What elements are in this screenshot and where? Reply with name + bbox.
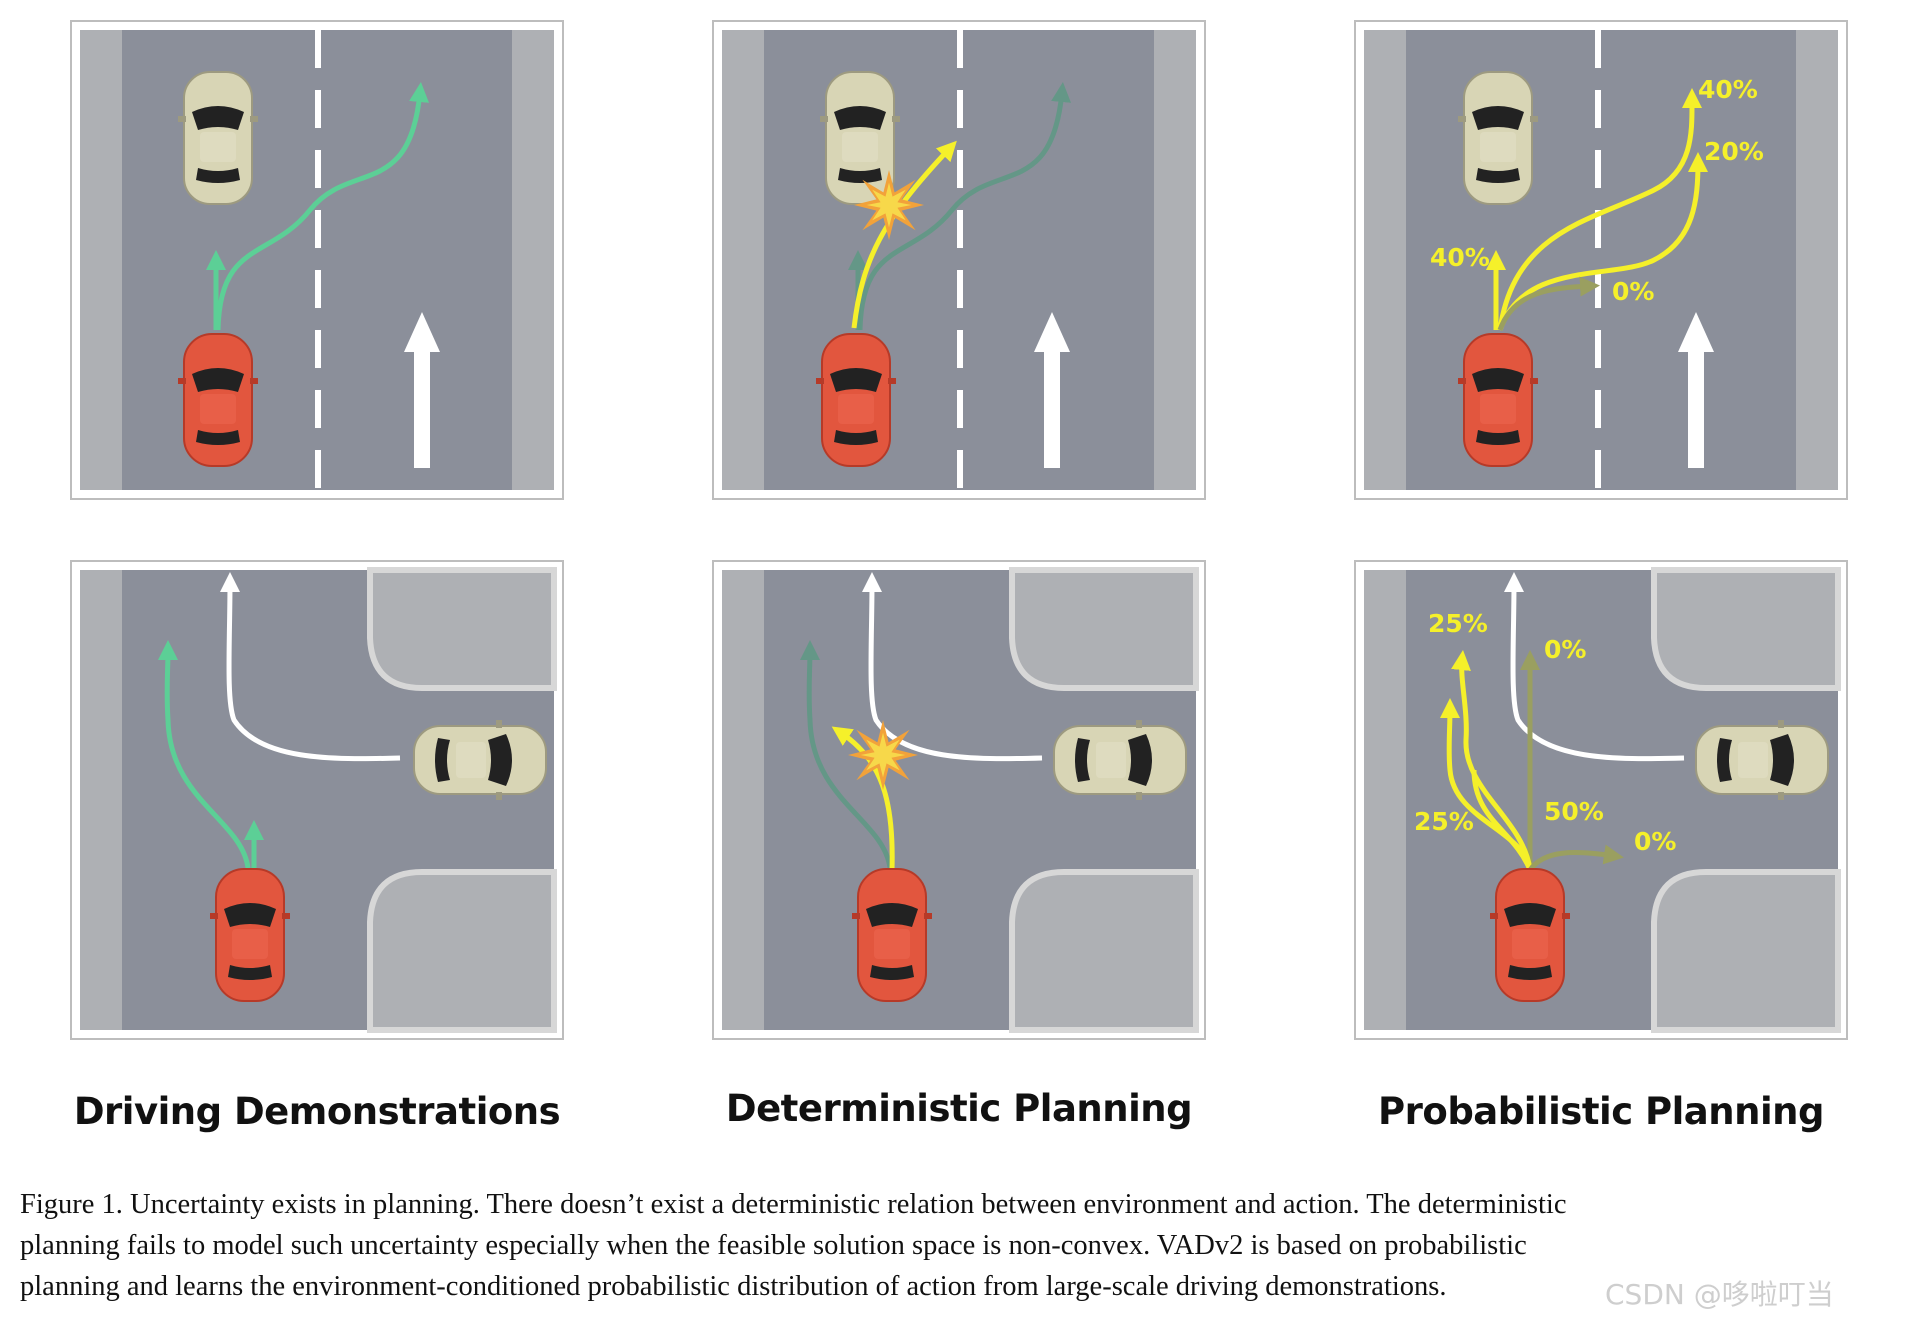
prob-label-40-top: 40% — [1698, 75, 1758, 104]
prob-label-0-straight: 0% — [1544, 635, 1586, 664]
caption-line: Figure 1. Uncertainty exists in planning… — [20, 1189, 1567, 1220]
caption-line: planning fails to model such uncertainty… — [20, 1230, 1527, 1261]
column-title-demonstrations: Driving Demonstrations — [73, 1090, 561, 1133]
panel-deterministic-intersection — [712, 560, 1206, 1040]
figure-caption: Figure 1. Uncertainty exists in planning… — [20, 1184, 1900, 1307]
prob-label-50: 50% — [1544, 797, 1604, 826]
column-title-deterministic: Deterministic Planning — [725, 1087, 1193, 1130]
prob-label-0-top: 0% — [1612, 277, 1654, 306]
prob-label-25-left: 25% — [1414, 807, 1474, 836]
prob-label-25-top: 25% — [1428, 609, 1488, 638]
prob-label-40-left: 40% — [1430, 243, 1490, 272]
caption-line: planning and learns the environment-cond… — [20, 1271, 1447, 1302]
watermark: CSDN @哆啦叮当 — [1605, 1278, 1834, 1311]
panel-demo-straight — [70, 20, 564, 500]
panel-demo-intersection — [70, 560, 564, 1040]
column-title-probabilistic: Probabilistic Planning — [1378, 1090, 1824, 1133]
prob-label-20: 20% — [1704, 137, 1764, 166]
panel-deterministic-straight — [712, 20, 1206, 500]
prob-label-0-right: 0% — [1634, 827, 1676, 856]
panel-probabilistic-straight: 40% 20% 40% 0% — [1354, 20, 1848, 500]
panel-probabilistic-intersection: 25% 0% 50% 0% 25% — [1354, 560, 1848, 1040]
